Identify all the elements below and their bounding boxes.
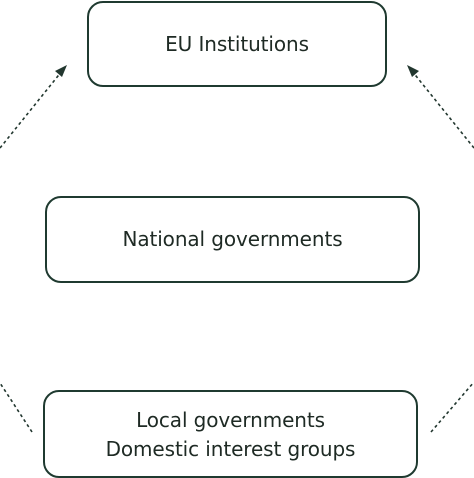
edge-left-arrowhead xyxy=(55,65,67,77)
edge-right-arrowhead xyxy=(407,65,419,77)
edge-right-upper-line xyxy=(411,70,474,149)
domestic-interest-groups-label: Domestic interest groups xyxy=(105,437,356,461)
edge-right-from-local xyxy=(430,381,474,433)
edge-left-upper-line xyxy=(0,70,63,149)
edge-left-from-local xyxy=(0,382,33,433)
edge-left-lower-line xyxy=(0,382,33,433)
edge-right-lower-line xyxy=(430,381,474,433)
local-governments-label: Local governments xyxy=(136,408,325,432)
national-governments-box: National governments xyxy=(45,196,420,283)
edge-right-to-eu xyxy=(407,65,474,149)
eu-institutions-box: EU Institutions xyxy=(87,1,387,87)
local-actors-box: Local governments Domestic interest grou… xyxy=(43,390,418,478)
eu-institutions-label: EU Institutions xyxy=(165,31,309,56)
national-governments-label: National governments xyxy=(122,227,343,251)
edge-left-to-eu xyxy=(0,65,67,149)
